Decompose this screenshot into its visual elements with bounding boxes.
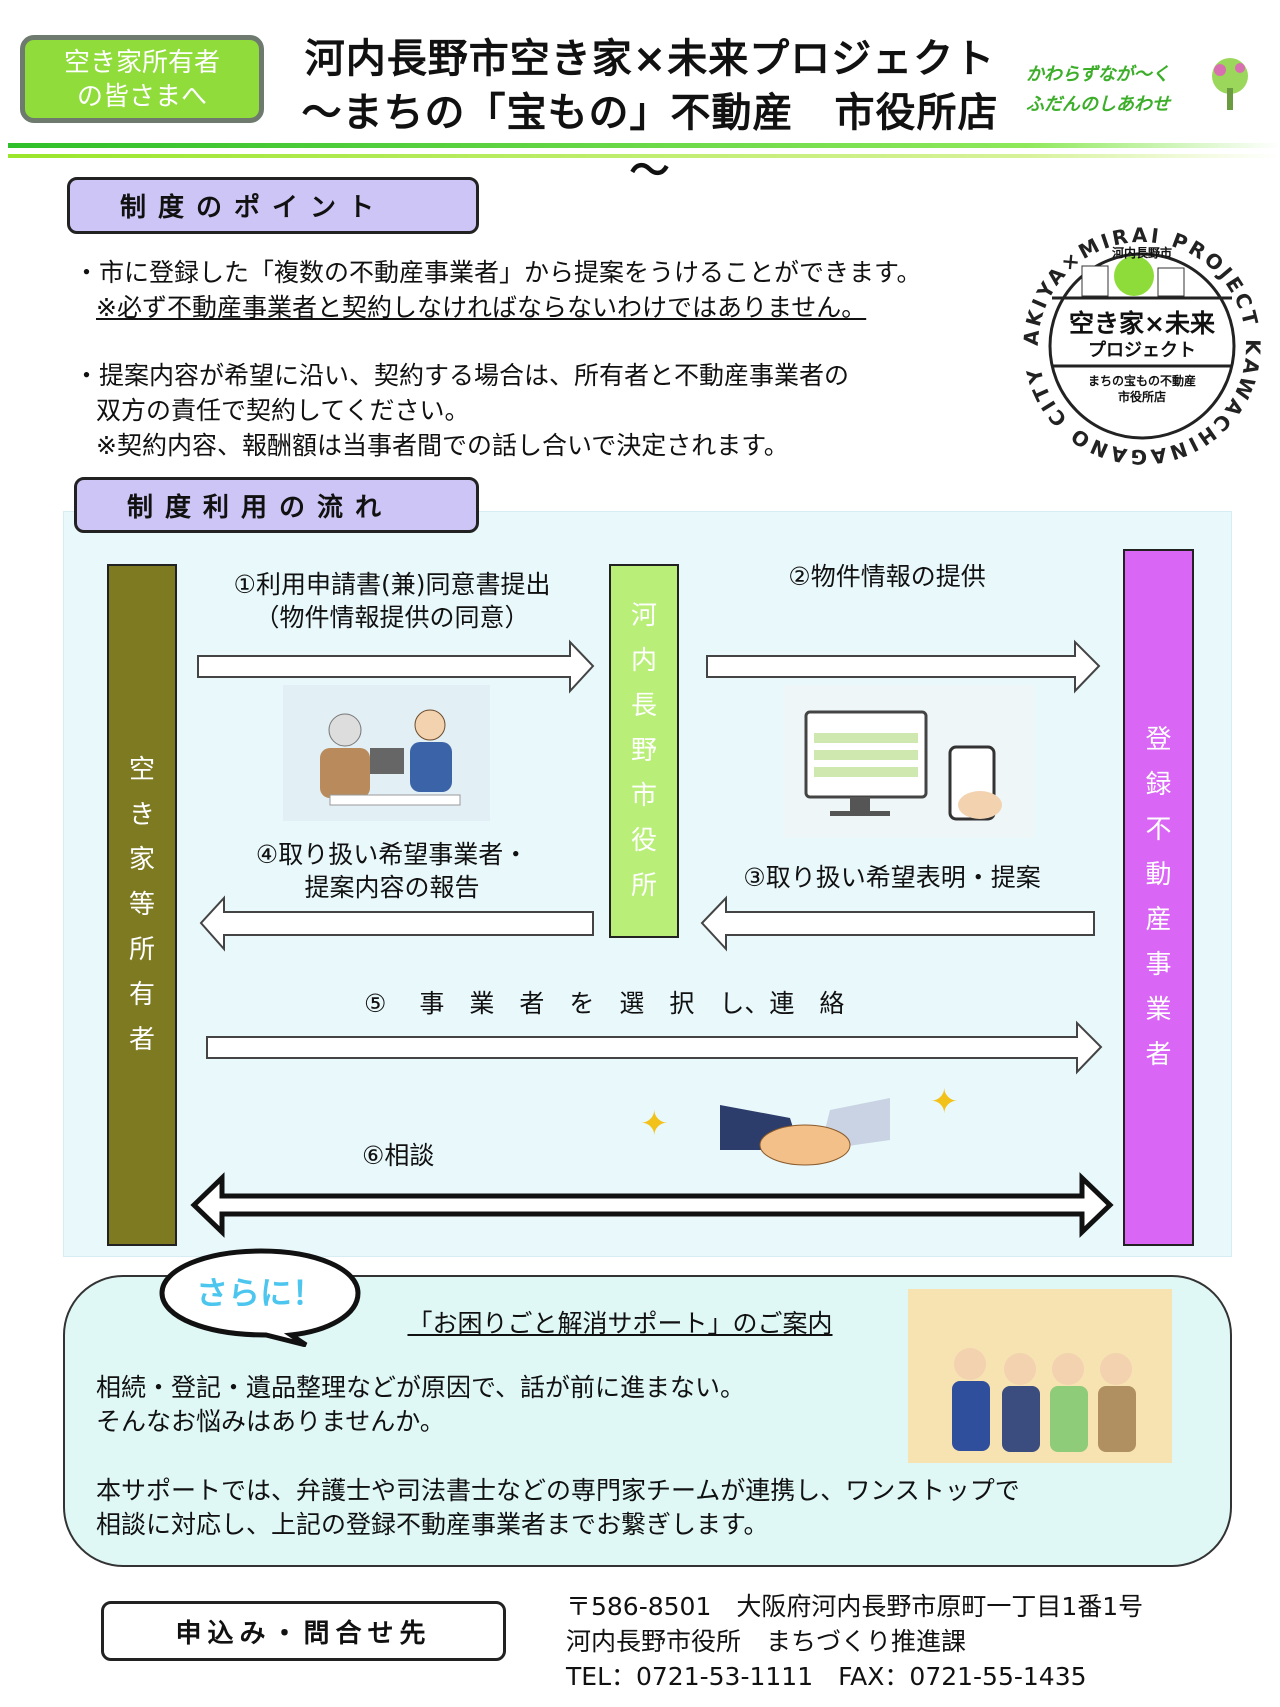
arrow-step4 bbox=[199, 895, 594, 952]
contact-label: 申込み・問合せ先 bbox=[101, 1601, 506, 1661]
support-text: 相談に対応し、上記の登録不動産事業者までお繋ぎします。 bbox=[96, 1510, 769, 1539]
point-note: ※契約内容、報酬額は当事者間での話し合いで決定されます。 bbox=[96, 431, 789, 460]
step2-label: ②物件情報の提供 bbox=[788, 562, 986, 591]
property-info-illustration bbox=[783, 685, 1034, 838]
section-heading-points: 制度のポイント bbox=[67, 177, 479, 234]
experts-illustration bbox=[908, 1289, 1172, 1463]
owner-column: 空き家等所有者 bbox=[107, 564, 177, 1246]
section-heading-flow: 制度利用の流れ bbox=[74, 477, 479, 533]
step1-label: ①利用申請書(兼)同意書提出 bbox=[233, 570, 551, 599]
project-stamp-logo: AKIYA×MIRAI PROJECT KAWACHINAGANO CITY 河… bbox=[1022, 226, 1262, 466]
svg-text:✦: ✦ bbox=[640, 1104, 669, 1144]
arrow-step1 bbox=[197, 639, 595, 694]
svg-text:✦: ✦ bbox=[930, 1082, 959, 1122]
speech-bubble bbox=[159, 1248, 361, 1347]
handshake-illustration: ✦✦ bbox=[640, 1082, 959, 1166]
contact-address: 〒586-8501 大阪府河内長野市原町一丁目1番1号 bbox=[566, 1592, 1144, 1621]
agent-column: 登録不動産事業者 bbox=[1123, 549, 1194, 1246]
point-bullet: 双方の責任で契約してください。 bbox=[96, 396, 470, 425]
arrow-step5 bbox=[206, 1020, 1103, 1075]
step4-label: 提案内容の報告 bbox=[304, 873, 480, 902]
header-divider bbox=[8, 143, 1280, 148]
step5-label: ⑤ 事 業 者 を 選 択 し、連 絡 bbox=[364, 989, 845, 1018]
consultation-illustration bbox=[283, 685, 490, 821]
page-title: 河内長野市空き家×未来プロジェクト bbox=[304, 36, 996, 82]
support-text: 相続・登記・遺品整理などが原因で、話が前に進まない。 bbox=[96, 1373, 746, 1402]
step1-label: （物件情報提供の同意） bbox=[254, 603, 530, 632]
arrow-step3 bbox=[700, 895, 1095, 952]
point-bullet: ・提案内容が希望に沿い、契約する場合は、所有者と不動産事業者の bbox=[74, 361, 850, 390]
point-note: ※必ず不動産事業者と契約しなければならないわけではありません。 bbox=[96, 293, 867, 322]
bubble-text: さらに！ bbox=[195, 1274, 324, 1312]
step4-label: ④取り扱い希望事業者・ bbox=[255, 840, 529, 869]
point-bullet: ・市に登録した「複数の不動産事業者」から提案をうけることができます。 bbox=[74, 258, 922, 287]
arrow-step2 bbox=[706, 639, 1101, 694]
flow-arrows: ✦✦ bbox=[190, 639, 1114, 1238]
support-text: そんなお悩みはありませんか。 bbox=[96, 1407, 445, 1436]
city-hall-column: 河内長野市役所 bbox=[609, 564, 679, 938]
step6-label: ⑥相談 bbox=[362, 1141, 435, 1170]
city-mascot-logo bbox=[1212, 58, 1248, 110]
contact-office: 河内長野市役所 まちづくり推進課 bbox=[566, 1627, 967, 1656]
support-title: 「お困りごと解消サポート」のご案内 bbox=[407, 1309, 833, 1338]
audience-badge: 空き家所有者 の皆さまへ bbox=[20, 35, 264, 123]
contact-phone[interactable]: TEL：0721-53-1111 FAX：0721-55-1435 bbox=[566, 1662, 1087, 1691]
arrow-step6-double bbox=[190, 1172, 1114, 1238]
header-divider bbox=[8, 154, 1280, 158]
slogan: かわらずなが～く ふだんのしあわせ bbox=[1026, 64, 1170, 115]
step3-label: ③取り扱い希望表明・提案 bbox=[743, 863, 1041, 892]
support-text: 本サポートでは、弁護士や司法書士などの専門家チームが連携し、ワンストップで bbox=[96, 1476, 1020, 1505]
